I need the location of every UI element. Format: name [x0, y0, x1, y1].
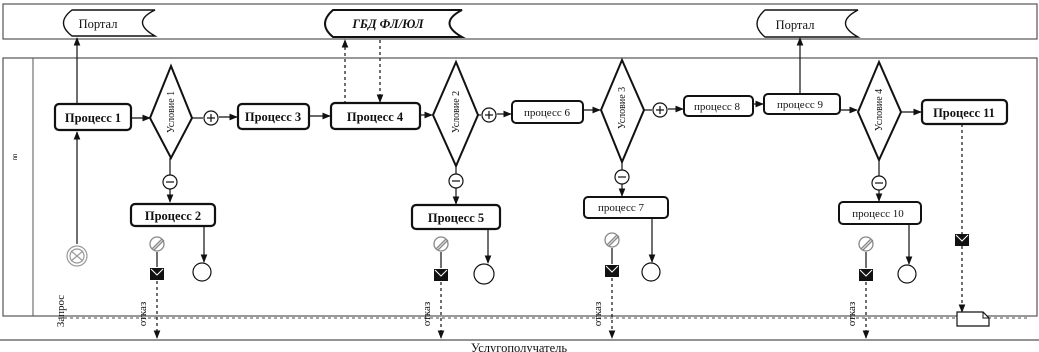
- minus-4-icon: [871, 175, 887, 191]
- process-6-label: процесс 6: [524, 107, 570, 119]
- message-event-5-icon: [955, 234, 969, 246]
- request-label: Запрос: [55, 295, 67, 327]
- cancel-event-1-icon: [149, 236, 165, 252]
- process-6-box: [511, 100, 584, 124]
- process-lane-label: пп: [13, 154, 19, 161]
- process-2-label: Процесс 2: [145, 209, 201, 223]
- process-9-label: процесс 9: [777, 99, 823, 111]
- end-event-4-icon: [897, 264, 917, 284]
- process-9-box: [763, 93, 841, 115]
- portal-right-shape: [756, 9, 861, 38]
- condition-3-label: Условие 3: [617, 87, 628, 129]
- condition-3-diamond: [599, 57, 646, 165]
- minus-connector-icons: [162, 169, 887, 191]
- start-event-icon: [66, 245, 88, 267]
- process-7-label: процесс 7: [598, 202, 644, 214]
- gbd-database-shape: [324, 9, 466, 38]
- process-11: Процесс 11: [920, 98, 1009, 126]
- end-event-3-icon: [641, 262, 661, 282]
- bottom-lane: Услугополучатель: [0, 339, 1039, 352]
- portal-left-shape: [62, 9, 158, 37]
- condition-4-label: Условие 4: [874, 89, 885, 131]
- message-event-icons: [150, 234, 969, 281]
- process-4: Процесс 4: [329, 101, 422, 131]
- message-event-4-icon: [859, 269, 873, 281]
- process-8-label: процесс 8: [694, 101, 740, 113]
- process-1-label: Процесс 1: [65, 111, 121, 125]
- bottom-labels: Запрос отказ отказ отказ отказ: [55, 295, 858, 327]
- result-document-icon: [956, 311, 990, 327]
- process-3-box: [236, 102, 311, 131]
- bottom-lane-title: Услугополучатель: [471, 341, 567, 352]
- process-3-label: Процесс 3: [245, 110, 301, 124]
- cancel-event-4-icon: [858, 236, 874, 252]
- minus-1-icon: [162, 174, 178, 190]
- condition-3: Условие 3: [599, 57, 646, 165]
- process-7-box: [583, 196, 669, 219]
- process-5: Процесс 5: [410, 203, 502, 231]
- portal-left: Портал: [62, 9, 158, 37]
- message-event-2-icon: [434, 269, 448, 281]
- process-4-label: Процесс 4: [347, 110, 404, 124]
- refusal-label-2: отказ: [421, 302, 433, 327]
- cancel-event-icons: [149, 232, 874, 252]
- end-event-1-icon: [192, 262, 212, 282]
- portal-left-label: Портал: [79, 17, 118, 31]
- process-10-box: [838, 201, 922, 225]
- end-event-icons: [192, 262, 917, 285]
- cancel-event-2-icon: [433, 236, 449, 252]
- process-2-box: [129, 202, 217, 228]
- process-8: процесс 8: [683, 95, 754, 117]
- top-lane-border: [2, 3, 1038, 40]
- portal-right-label: Портал: [776, 18, 815, 32]
- end-event-2-icon: [473, 263, 495, 285]
- process-1-box: [53, 102, 133, 132]
- gbd-database-label: ГБД ФЛ/ЮЛ: [351, 17, 424, 31]
- refusal-label-3: отказ: [592, 302, 604, 327]
- condition-4-diamond: [856, 59, 903, 163]
- plus-1-icon: [203, 110, 219, 126]
- process-1: Процесс 1: [53, 102, 133, 132]
- message-event-3-icon: [605, 265, 619, 277]
- portal-right: Портал: [756, 9, 861, 38]
- minus-3-icon: [614, 169, 630, 185]
- process-3: Процесс 3: [236, 102, 311, 131]
- plus-3-icon: [652, 102, 668, 118]
- process-2: Процесс 2: [129, 202, 217, 228]
- refusal-label-4: отказ: [846, 302, 858, 327]
- condition-2-diamond: [431, 59, 480, 169]
- plus-connector-icons: [203, 102, 668, 126]
- process-5-box: [410, 203, 502, 231]
- condition-1-diamond: [148, 63, 194, 161]
- process-10-label: процесс 10: [852, 208, 904, 220]
- process-6: процесс 6: [511, 100, 584, 124]
- process-10: процесс 10: [838, 201, 922, 225]
- refusal-label-1: отказ: [137, 302, 149, 327]
- process-5-label: Процесс 5: [428, 211, 484, 225]
- connectors: [58, 37, 1030, 339]
- top-lane: [2, 3, 1038, 40]
- message-event-1-icon: [150, 268, 164, 280]
- cancel-event-3-icon: [604, 232, 620, 248]
- process-9: процесс 9: [763, 93, 841, 115]
- condition-1-label: Условие 1: [166, 91, 177, 133]
- process-4-box: [329, 101, 422, 131]
- gbd-database: ГБД ФЛ/ЮЛ: [324, 9, 466, 38]
- condition-2: Условие 2: [431, 59, 480, 169]
- process-11-label: Процесс 11: [933, 106, 995, 120]
- condition-4: Условие 4: [856, 59, 903, 163]
- process-7: процесс 7: [583, 196, 669, 219]
- process-11-box: [920, 98, 1009, 126]
- condition-2-label: Условие 2: [451, 91, 462, 133]
- process-8-box: [683, 95, 754, 117]
- minus-2-icon: [448, 173, 464, 189]
- condition-1: Условие 1: [148, 63, 194, 161]
- plus-2-icon: [481, 107, 497, 123]
